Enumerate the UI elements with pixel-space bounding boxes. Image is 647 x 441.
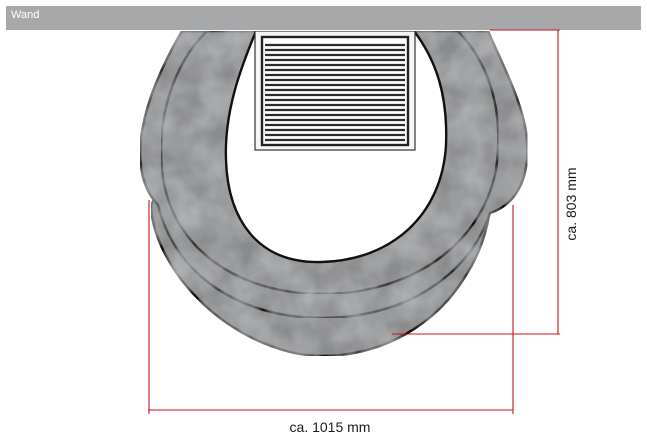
wall-label: Wand xyxy=(11,9,40,21)
drain-grille xyxy=(254,31,416,151)
width-dimension-label: ca. 1015 mm xyxy=(290,419,371,435)
depth-dimension-label: ca. 803 mm xyxy=(563,167,579,240)
wall-bar xyxy=(6,6,641,30)
